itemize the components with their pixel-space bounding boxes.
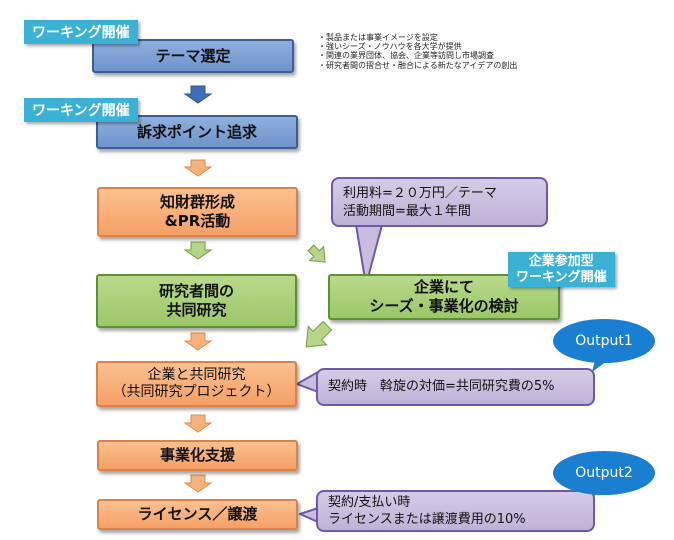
arrow-down-4 [183,332,213,351]
note-item: ・製品または事業イメージを設定 [318,33,438,42]
arrow-down-2 [183,159,213,177]
arrow-down-5 [183,414,213,433]
step-commercialization: 事業化支援 [97,440,298,471]
fee-callout: 利用料=２０万円／テーマ 活動期間=最大１年間 [331,177,548,227]
step-company-review-label: 企業にて シーズ・事業化の検討 [369,278,519,315]
step-appeal-point: 訴求ポイント追求 [96,115,298,149]
step-joint-research: 研究者間の 共同研究 [96,274,297,328]
step-company-joint: 企業と共同研究 （共同研究プロジェクト） [96,361,297,407]
contract-callout: 契約時 斡旋の対価=共同研究費の5% [316,368,595,406]
output1-bubble: Output1 [553,319,655,363]
note-item: ・研究者間の摺合せ・融合による新たなアイデアの創出 [318,60,518,70]
note-item: ・強いシーズ・ノウハウを各大学が提供 [318,42,462,52]
step-theme-label: テーマ選定 [155,46,231,65]
company-working-tag: 企業参加型 ワーキング開催 [508,252,615,288]
payment-callout: 契約/支払い時 ライセンスまたは譲渡費用の10% [316,490,595,532]
step-joint-label: 研究者間の 共同研究 [158,282,234,319]
step-theme-selection: テーマ選定 [92,39,294,73]
note-item: ・関連の業界団体、協会、企業等訪問し市場調査 [318,51,494,61]
working-tag-2: ワーキング開催 [24,98,138,122]
step-appeal-label: 訴求ポイント追求 [136,122,257,141]
output2-bubble: Output2 [553,451,655,495]
arrow-down-1 [183,85,213,104]
step-ip-label: 知財群形成 &PR活動 [159,193,235,230]
step-commercialization-label: 事業化支援 [159,446,235,465]
contract-callout-tail [296,371,319,393]
step-ip-formation: 知財群形成 &PR活動 [97,187,298,237]
step-license-transfer: ライセンス／譲渡 [97,499,298,530]
working-tag-1: ワーキング開催 [24,20,138,44]
arrow-down-6 [183,474,213,493]
step-company-joint-label: 企業と共同研究 （共同研究プロジェクト） [112,366,281,401]
step-license-label: ライセンス／譲渡 [137,505,258,524]
arrow-diagonal-1 [307,244,326,263]
arrow-diagonal-2 [305,320,333,348]
theme-notes: ・製品または事業イメージを設定 ・強いシーズ・ノウハウを各大学が提供 ・関連の業… [318,33,618,70]
arrow-down-3 [183,241,213,260]
